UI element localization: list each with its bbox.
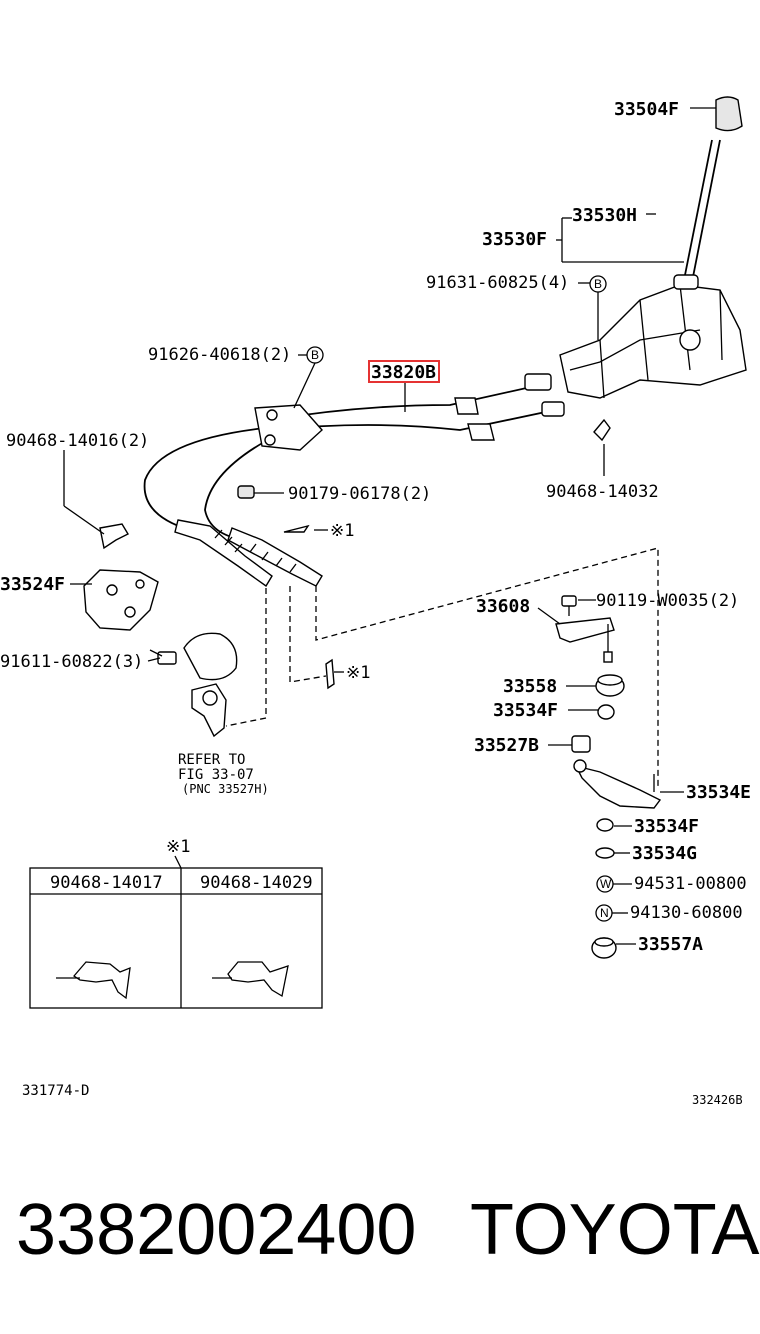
dashed-references — [225, 547, 659, 788]
ref-id-right: 332426B — [692, 1093, 743, 1107]
marker-w: W — [596, 875, 614, 893]
label-33524F: 33524F — [0, 574, 65, 595]
bushing-33558 — [595, 674, 625, 697]
label-33534F-a: 33534F — [493, 700, 558, 721]
clip-90468-14017 — [56, 961, 131, 1000]
leader-lines — [63, 107, 716, 945]
note-table — [29, 855, 323, 1009]
label-note1-b: ※1 — [346, 663, 370, 683]
label-33530F: 33530F — [482, 229, 547, 250]
label-90119: 90119-W0035(2) — [596, 591, 739, 611]
bushing-33534F-a — [597, 704, 615, 720]
bolt-90119 — [561, 595, 577, 616]
label-33557A: 33557A — [638, 934, 703, 955]
washer-33534G — [595, 847, 615, 859]
footer-brand: TOYOTA — [470, 1190, 759, 1270]
label-90468-14032: 90468-14032 — [546, 482, 659, 502]
refer-line-1: REFER TO — [178, 752, 245, 768]
bushing-33534F-b — [596, 818, 614, 832]
clip-90468-14016 — [99, 523, 129, 550]
label-33820B: 33820B — [371, 362, 436, 383]
svg-text:B: B — [311, 348, 319, 362]
label-33534E: 33534E — [686, 782, 751, 803]
marker-n: N — [595, 904, 613, 922]
lever-assembly-refer — [183, 632, 238, 738]
label-91631: 91631-60825(4) — [426, 273, 569, 293]
label-33558: 33558 — [503, 676, 557, 697]
refer-line-2: FIG 33-07 — [178, 767, 254, 783]
label-94130: 94130-60800 — [630, 903, 743, 923]
bushing-33557A — [591, 937, 617, 959]
label-33534F-b: 33534F — [634, 816, 699, 837]
table-col2-header: 90468-14029 — [200, 873, 313, 893]
lever-33534E — [573, 759, 662, 809]
label-90468-14016: 90468-14016(2) — [6, 431, 149, 451]
clip-90468-14029 — [212, 961, 289, 998]
lever-33608 — [555, 617, 615, 663]
label-33534G: 33534G — [632, 843, 697, 864]
label-33530H: 33530H — [572, 205, 637, 226]
label-94531: 94531-00800 — [634, 874, 747, 894]
label-33527B: 33527B — [474, 735, 539, 756]
shift-knob — [715, 96, 743, 132]
ref-id-left: 331774-D — [22, 1083, 89, 1099]
svg-text:W: W — [600, 877, 612, 891]
svg-text:N: N — [600, 906, 609, 920]
footer-part-number: 3382002400 — [16, 1190, 416, 1270]
bolt-91611 — [149, 649, 177, 665]
marker-b-1: B — [589, 275, 607, 293]
shift-lever-rod — [683, 139, 721, 283]
marker-b-2: B — [306, 346, 324, 364]
label-91611: 91611-60822(3) — [0, 652, 143, 672]
refer-line-3: (PNC 33527H) — [182, 782, 269, 796]
cable-assembly — [143, 373, 565, 588]
bracket-33524F — [83, 569, 159, 631]
svg-text:B: B — [594, 277, 602, 291]
nut-90179 — [237, 485, 255, 499]
label-33504F: 33504F — [614, 99, 679, 120]
label-90179: 90179-06178(2) — [288, 484, 431, 504]
clip-90468-14032 — [593, 418, 611, 442]
note-clips — [283, 524, 335, 690]
label-note1-a: ※1 — [330, 521, 354, 541]
part-33527B — [571, 735, 591, 753]
label-91626: 91626-40618(2) — [148, 345, 291, 365]
shift-lever-housing — [559, 274, 747, 399]
table-note-mark: ※1 — [166, 837, 190, 857]
table-col1-header: 90468-14017 — [50, 873, 163, 893]
label-33608: 33608 — [476, 596, 530, 617]
highlight-33820B — [368, 360, 440, 383]
